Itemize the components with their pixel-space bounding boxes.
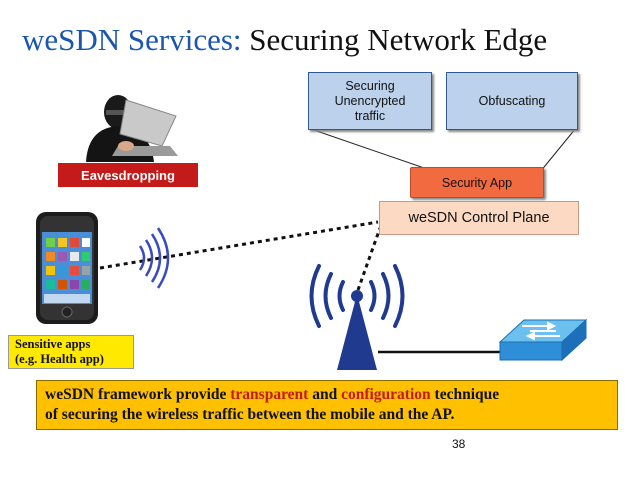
framework-highlight-transparent: transparent bbox=[230, 386, 309, 403]
framework-line-1: weSDN framework provide transparent and … bbox=[45, 385, 609, 405]
sensitive-line-1: Sensitive apps bbox=[15, 337, 91, 351]
securing-line-3: traffic bbox=[354, 108, 386, 123]
eavesdropping-label-box: Eavesdropping bbox=[58, 163, 198, 187]
eavesdropper-icon bbox=[86, 95, 178, 162]
smartphone-icon bbox=[36, 212, 98, 324]
title-part-1: weSDN Services: bbox=[22, 22, 242, 57]
page-number: 38 bbox=[452, 437, 466, 451]
sensitive-apps-box: Sensitive apps (e.g. Health app) bbox=[8, 335, 134, 369]
eavesdropping-label: Eavesdropping bbox=[81, 167, 175, 183]
securing-line-2: Unencrypted bbox=[334, 93, 406, 108]
network-switch-icon bbox=[498, 318, 588, 362]
connector-securing-to-app bbox=[307, 127, 431, 171]
control-plane-box: weSDN Control Plane bbox=[379, 201, 579, 235]
obfuscating-box: Obfuscating bbox=[446, 72, 578, 130]
access-point-icon bbox=[309, 264, 405, 370]
framework-description-box: weSDN framework provide transparent and … bbox=[36, 380, 618, 430]
title-part-2: Securing Network Edge bbox=[249, 22, 548, 57]
security-app-label: Security App bbox=[441, 175, 513, 190]
framework-highlight-configuration: configuration bbox=[341, 386, 431, 403]
control-plane-label: weSDN Control Plane bbox=[408, 210, 550, 226]
phone-signal-icon bbox=[138, 227, 170, 289]
connector-obfuscating-to-app bbox=[539, 127, 577, 173]
framework-text-3: technique bbox=[430, 386, 500, 403]
sensitive-line-2: (e.g. Health app) bbox=[15, 352, 104, 366]
dotted-link-ap-to-control bbox=[356, 227, 382, 291]
securing-line-1: Securing bbox=[345, 78, 395, 93]
framework-line-2: of securing the wireless traffic between… bbox=[45, 406, 455, 423]
security-app-box: Security App bbox=[410, 167, 544, 198]
page-title: weSDN Services: Securing Network Edge bbox=[22, 22, 547, 58]
framework-text-2: and bbox=[308, 386, 342, 403]
dotted-link-phone-to-control bbox=[99, 220, 379, 270]
obfuscating-label: Obfuscating bbox=[478, 93, 546, 108]
framework-text-1: weSDN framework provide bbox=[45, 386, 231, 403]
securing-unencrypted-box: Securing Unencrypted traffic bbox=[308, 72, 432, 130]
